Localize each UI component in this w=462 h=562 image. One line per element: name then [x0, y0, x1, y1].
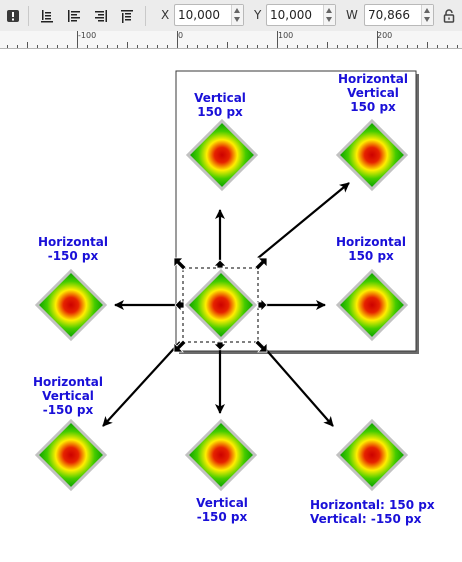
scale-handle-ne[interactable]: [254, 257, 268, 271]
diamond-center[interactable]: [184, 268, 258, 342]
label-horizontal-150[interactable]: Horizontal 150 px: [335, 235, 407, 263]
toolbar: X Y W: [0, 0, 462, 32]
spin-down-icon[interactable]: [234, 17, 240, 22]
align-right-icon[interactable]: [91, 6, 111, 26]
arrow-down-left: [102, 341, 181, 427]
diamond-bottom[interactable]: [184, 418, 258, 492]
y-input[interactable]: [267, 5, 325, 25]
y-spin-arrows[interactable]: [323, 5, 335, 25]
spin-down-icon[interactable]: [424, 17, 430, 22]
canvas-area[interactable]: Vertical 150 px Horizontal Vertical 150 …: [0, 48, 462, 562]
diamond-bottom-left[interactable]: [34, 418, 108, 492]
y-spinbox[interactable]: [266, 4, 336, 26]
arrow-up-right: [257, 182, 350, 259]
spin-up-icon[interactable]: [424, 8, 430, 13]
toolbar-separator: [145, 6, 146, 26]
x-spin-arrows[interactable]: [231, 5, 243, 25]
spin-up-icon[interactable]: [234, 8, 240, 13]
diamond-bottom-right[interactable]: [335, 418, 409, 492]
ruler-label: 100: [278, 31, 294, 40]
label-vertical-minus-150[interactable]: Vertical -150 px: [196, 496, 248, 524]
lock-icon[interactable]: [439, 6, 459, 26]
label-horizontal-vertical-150[interactable]: Horizontal Vertical 150 px: [337, 72, 409, 114]
x-label: X: [161, 8, 170, 22]
y-label: Y: [254, 8, 262, 22]
scale-handle-s[interactable]: [213, 341, 227, 351]
w-label: W: [346, 8, 358, 22]
label-horizontal-minus-150[interactable]: Horizontal -150 px: [37, 235, 109, 263]
label-vertical-150[interactable]: Vertical 150 px: [194, 91, 246, 119]
toolbar-separator: [28, 6, 29, 26]
align-bottom-icon[interactable]: [37, 6, 57, 26]
ruler-label: 0: [178, 31, 184, 40]
horizontal-ruler[interactable]: -100 0 100 200: [0, 31, 462, 49]
spin-down-icon[interactable]: [326, 17, 332, 22]
scale-handle-e[interactable]: [257, 298, 268, 312]
ruler-label: -100: [78, 31, 97, 40]
scale-handle-se[interactable]: [254, 339, 268, 353]
w-spin-arrows[interactable]: [421, 5, 433, 25]
scale-handle-nw[interactable]: [173, 257, 187, 271]
label-horizontal-vertical-minus-150[interactable]: Horizontal Vertical -150 px: [32, 375, 104, 417]
diamond-left[interactable]: [34, 268, 108, 342]
align-top-icon[interactable]: [117, 6, 137, 26]
x-spinbox[interactable]: [174, 4, 244, 26]
spin-up-icon[interactable]: [326, 8, 332, 13]
label-horizontal-150-vertical-minus-150[interactable]: Horizontal: 150 px Vertical: -150 px: [310, 498, 435, 526]
w-spinbox[interactable]: [364, 4, 434, 26]
diamond-right[interactable]: [335, 268, 409, 342]
canvas-drawing[interactable]: [0, 48, 462, 562]
w-input[interactable]: [365, 5, 423, 25]
scale-handle-sw[interactable]: [173, 339, 187, 353]
diamond-top[interactable]: [185, 118, 259, 192]
ruler-ticks: [7, 31, 458, 48]
ruler-label: 200: [377, 31, 393, 40]
arrow-down-right: [261, 344, 334, 427]
align-left-icon[interactable]: [64, 6, 84, 26]
exclamation-icon[interactable]: [3, 6, 23, 26]
x-input[interactable]: [175, 5, 233, 25]
diamond-top-right[interactable]: [335, 118, 409, 192]
scale-handle-w[interactable]: [174, 298, 185, 312]
scale-handle-n[interactable]: [213, 259, 227, 269]
